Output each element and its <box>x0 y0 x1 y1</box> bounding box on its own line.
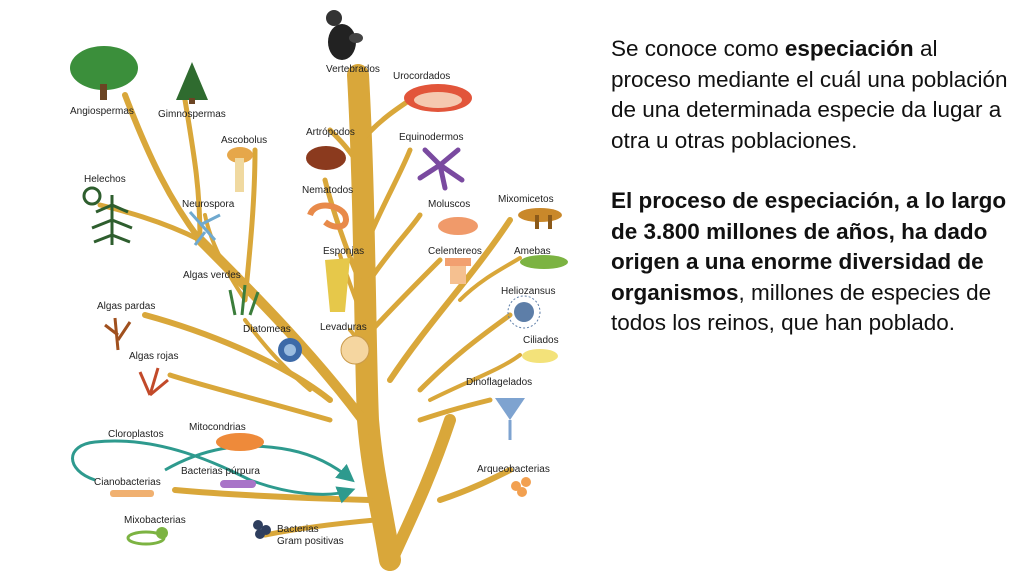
cyanobacteria-icon <box>110 490 154 497</box>
yeast-icon <box>340 335 370 365</box>
poodle-icon <box>326 10 363 60</box>
heliozoan-icon <box>507 295 541 329</box>
p1-text-a: Se conoce como <box>611 36 785 61</box>
mushroom-icon <box>227 147 253 192</box>
label-heliozansus: Heliozansus <box>501 286 555 297</box>
fern-icon <box>91 195 133 245</box>
myxobacteria-icon <box>126 527 168 546</box>
label-levaduras: Levaduras <box>320 322 367 333</box>
label-algas-verdes: Algas verdes <box>183 270 241 281</box>
green-algae-icon <box>228 284 260 316</box>
starfish-icon <box>417 147 465 191</box>
label-helechos: Helechos <box>84 174 126 185</box>
label-amebas: Amebas <box>514 246 551 257</box>
label-bacterias-gram-line1: Bacterias <box>277 524 319 535</box>
paragraph-definition: Se conoce como especiación al proceso me… <box>611 34 1011 156</box>
label-algas-pardas: Algas pardas <box>97 301 155 312</box>
p1-term-especiacion: especiación <box>784 36 914 61</box>
amoeba-icon <box>520 255 568 269</box>
slime-mold-icon <box>518 208 562 229</box>
paragraph-gap <box>611 156 1011 186</box>
conifer-icon <box>176 62 208 104</box>
label-angiospermas: Angiospermas <box>70 106 134 117</box>
label-ciliados: Ciliados <box>523 335 559 346</box>
endosymbiosis-arrows <box>71 439 356 504</box>
ciliate-icon <box>522 349 558 363</box>
diatom-icon <box>278 338 302 362</box>
speciation-text-panel: Se conoce como especiación al proceso me… <box>611 34 1011 339</box>
jellyfish-icon <box>445 258 471 284</box>
label-urocordados: Urocordados <box>393 71 450 82</box>
flea-icon <box>306 146 346 170</box>
red-algae-icon <box>138 367 169 397</box>
label-bacterias-purpura: Bacterias púrpura <box>181 466 260 477</box>
snail-icon <box>438 217 478 235</box>
label-artropodos: Artrópodos <box>306 127 355 138</box>
sponge-icon <box>325 258 350 312</box>
label-gimnospermas: Gimnospermas <box>158 109 226 120</box>
label-algas-rojas: Algas rojas <box>129 351 178 362</box>
worm-icon <box>307 202 349 230</box>
label-cloroplastos: Cloroplastos <box>108 429 164 440</box>
tree-of-life-diagram: Vertebrados Urocordados Angiospermas Gim… <box>70 10 568 571</box>
label-mixobacterias: Mixobacterias <box>124 515 186 526</box>
tree-icon <box>70 46 138 100</box>
fern-coil-icon <box>82 186 102 206</box>
label-dinoflagelados: Dinoflagelados <box>466 377 532 388</box>
label-neurospora: Neurospora <box>182 199 235 210</box>
organism-icons <box>70 10 568 546</box>
gram-positive-icon <box>253 520 271 539</box>
tree-branches <box>97 64 522 571</box>
label-esponjas: Esponjas <box>323 246 364 257</box>
tunicate-icon <box>404 84 472 112</box>
brown-algae-icon <box>104 317 132 351</box>
paragraph-diversity: El proceso de especiación, a lo largo de… <box>611 186 1011 339</box>
label-mixomicetos: Mixomicetos <box>498 194 554 205</box>
purple-bacteria-icon <box>220 480 256 488</box>
p1-text-c: al proceso mediante el cuál una població… <box>611 36 1008 153</box>
label-diatomeas: Diatomeas <box>243 324 291 335</box>
archaea-icon <box>511 477 531 497</box>
neurospora-icon <box>188 211 221 246</box>
label-moluscos: Moluscos <box>428 199 470 210</box>
p2-bold-text: El proceso de especiación, a lo largo de… <box>611 188 1007 305</box>
p2-text-b: , millones de especies de todos los rein… <box>611 279 992 336</box>
label-ascobolus: Ascobolus <box>221 135 267 146</box>
label-nematodos: Nematodos <box>302 185 353 196</box>
label-vertebrados: Vertebrados <box>326 64 380 75</box>
label-equinodermos: Equinodermos <box>399 132 463 143</box>
label-bacterias-gram-line2: Gram positivas <box>277 536 344 547</box>
dinoflagellate-icon <box>495 398 525 440</box>
label-cianobacterias: Cianobacterias <box>94 477 161 488</box>
label-mitocondrias: Mitocondrias <box>189 422 246 433</box>
label-celentereos: Celentereos <box>428 246 482 257</box>
label-arqueobacterias: Arqueobacterias <box>477 464 550 475</box>
mitochondria-icon <box>216 433 264 451</box>
organism-labels: Vertebrados Urocordados Angiospermas Gim… <box>70 64 559 547</box>
